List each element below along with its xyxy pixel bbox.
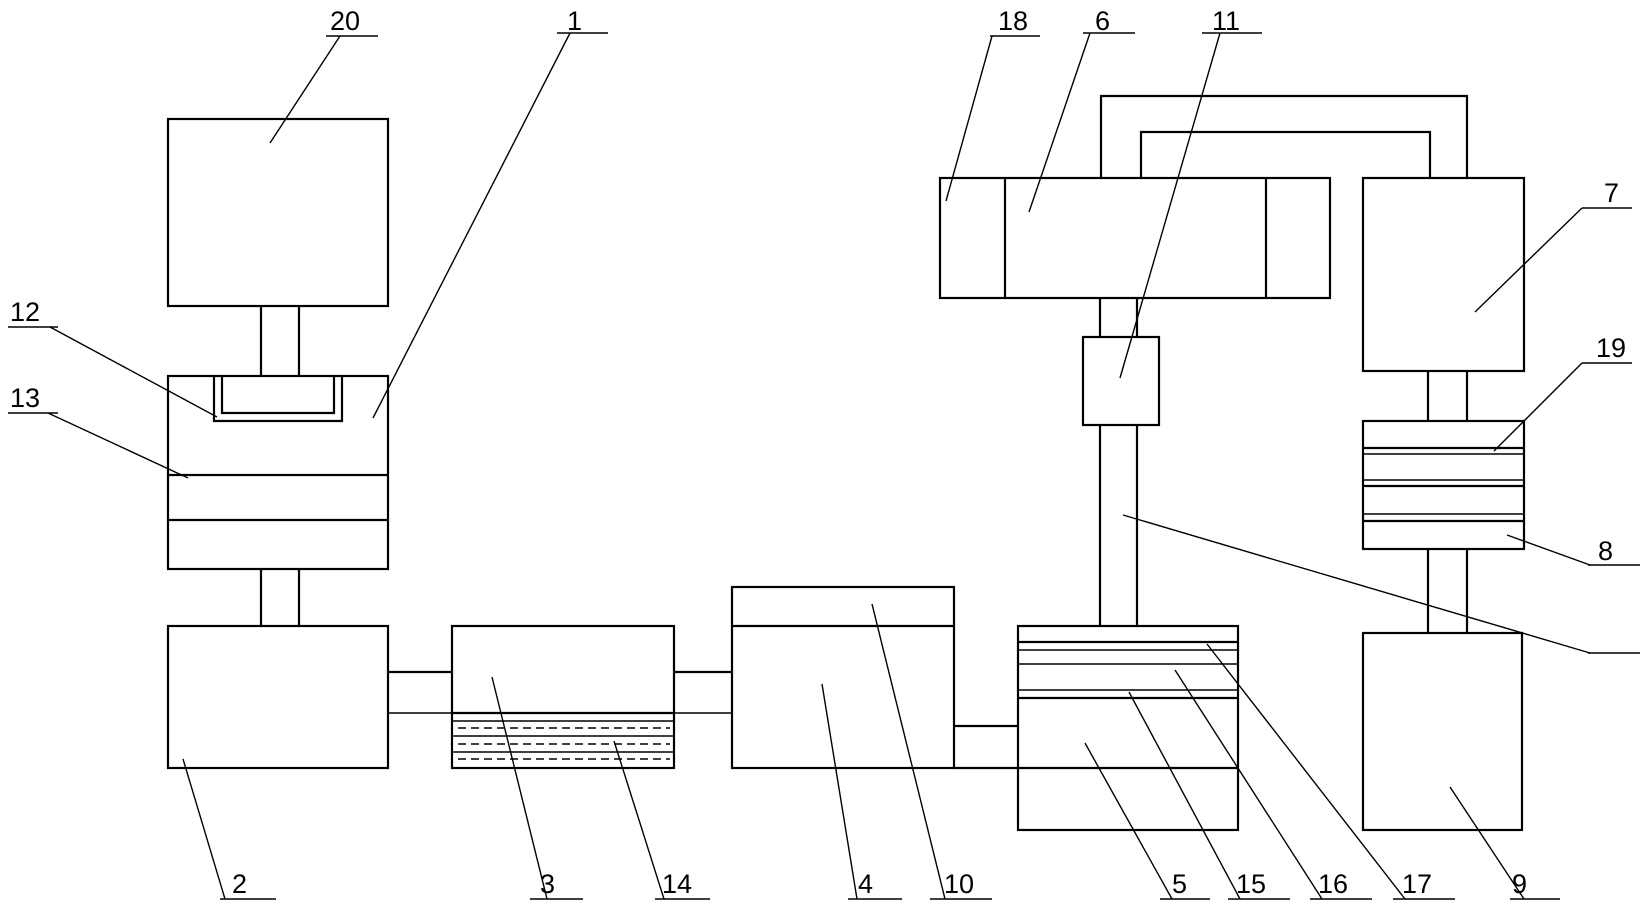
label-9: 9 <box>1512 869 1527 899</box>
pipe-6-7 <box>1099 94 1469 178</box>
connector-11-6 <box>1098 298 1139 337</box>
component-6 <box>938 176 1332 300</box>
component-12 <box>212 376 344 423</box>
label-15: 15 <box>1236 869 1266 899</box>
label-13: 13 <box>10 383 40 413</box>
label-12: 12 <box>10 297 40 327</box>
label-18: 18 <box>998 6 1028 36</box>
component-9 <box>1361 631 1524 832</box>
connector-20-1 <box>259 306 301 376</box>
component-1 <box>166 374 390 571</box>
component-4 <box>730 585 956 770</box>
label-14: 14 <box>662 869 692 899</box>
label-19: 19 <box>1596 333 1626 363</box>
component-17 <box>1018 640 1238 651</box>
label-16: 16 <box>1318 869 1348 899</box>
label-17: 17 <box>1402 869 1432 899</box>
connector-3-4 <box>674 670 732 714</box>
label-20: 20 <box>330 6 360 36</box>
label-3: 3 <box>540 869 555 899</box>
leader-lines <box>8 32 1640 900</box>
label-4: 4 <box>858 869 873 899</box>
label-8: 8 <box>1598 536 1613 566</box>
component-15 <box>1018 689 1238 700</box>
component-5 <box>1016 624 1240 832</box>
connector-2-3 <box>388 670 452 714</box>
label-7: 7 <box>1604 178 1619 208</box>
label-6: 6 <box>1095 6 1110 36</box>
label-1: 1 <box>567 6 582 36</box>
component-11 <box>1081 335 1161 427</box>
component-2 <box>166 624 390 770</box>
connector-1-2 <box>259 569 301 626</box>
label-2: 2 <box>232 869 247 899</box>
label-10: 10 <box>944 869 974 899</box>
component-19 <box>1363 446 1524 523</box>
label-11: 11 <box>1212 6 1240 36</box>
label-5: 5 <box>1172 869 1187 899</box>
component-14 <box>452 720 674 760</box>
connector-4-5 <box>954 724 1018 770</box>
component-3 <box>450 624 676 770</box>
connector-8-9 <box>1426 549 1469 633</box>
component-7 <box>1361 176 1526 373</box>
pipe-5-11 <box>1098 425 1139 626</box>
component-20 <box>166 117 390 308</box>
connector-7-8 <box>1426 371 1469 421</box>
